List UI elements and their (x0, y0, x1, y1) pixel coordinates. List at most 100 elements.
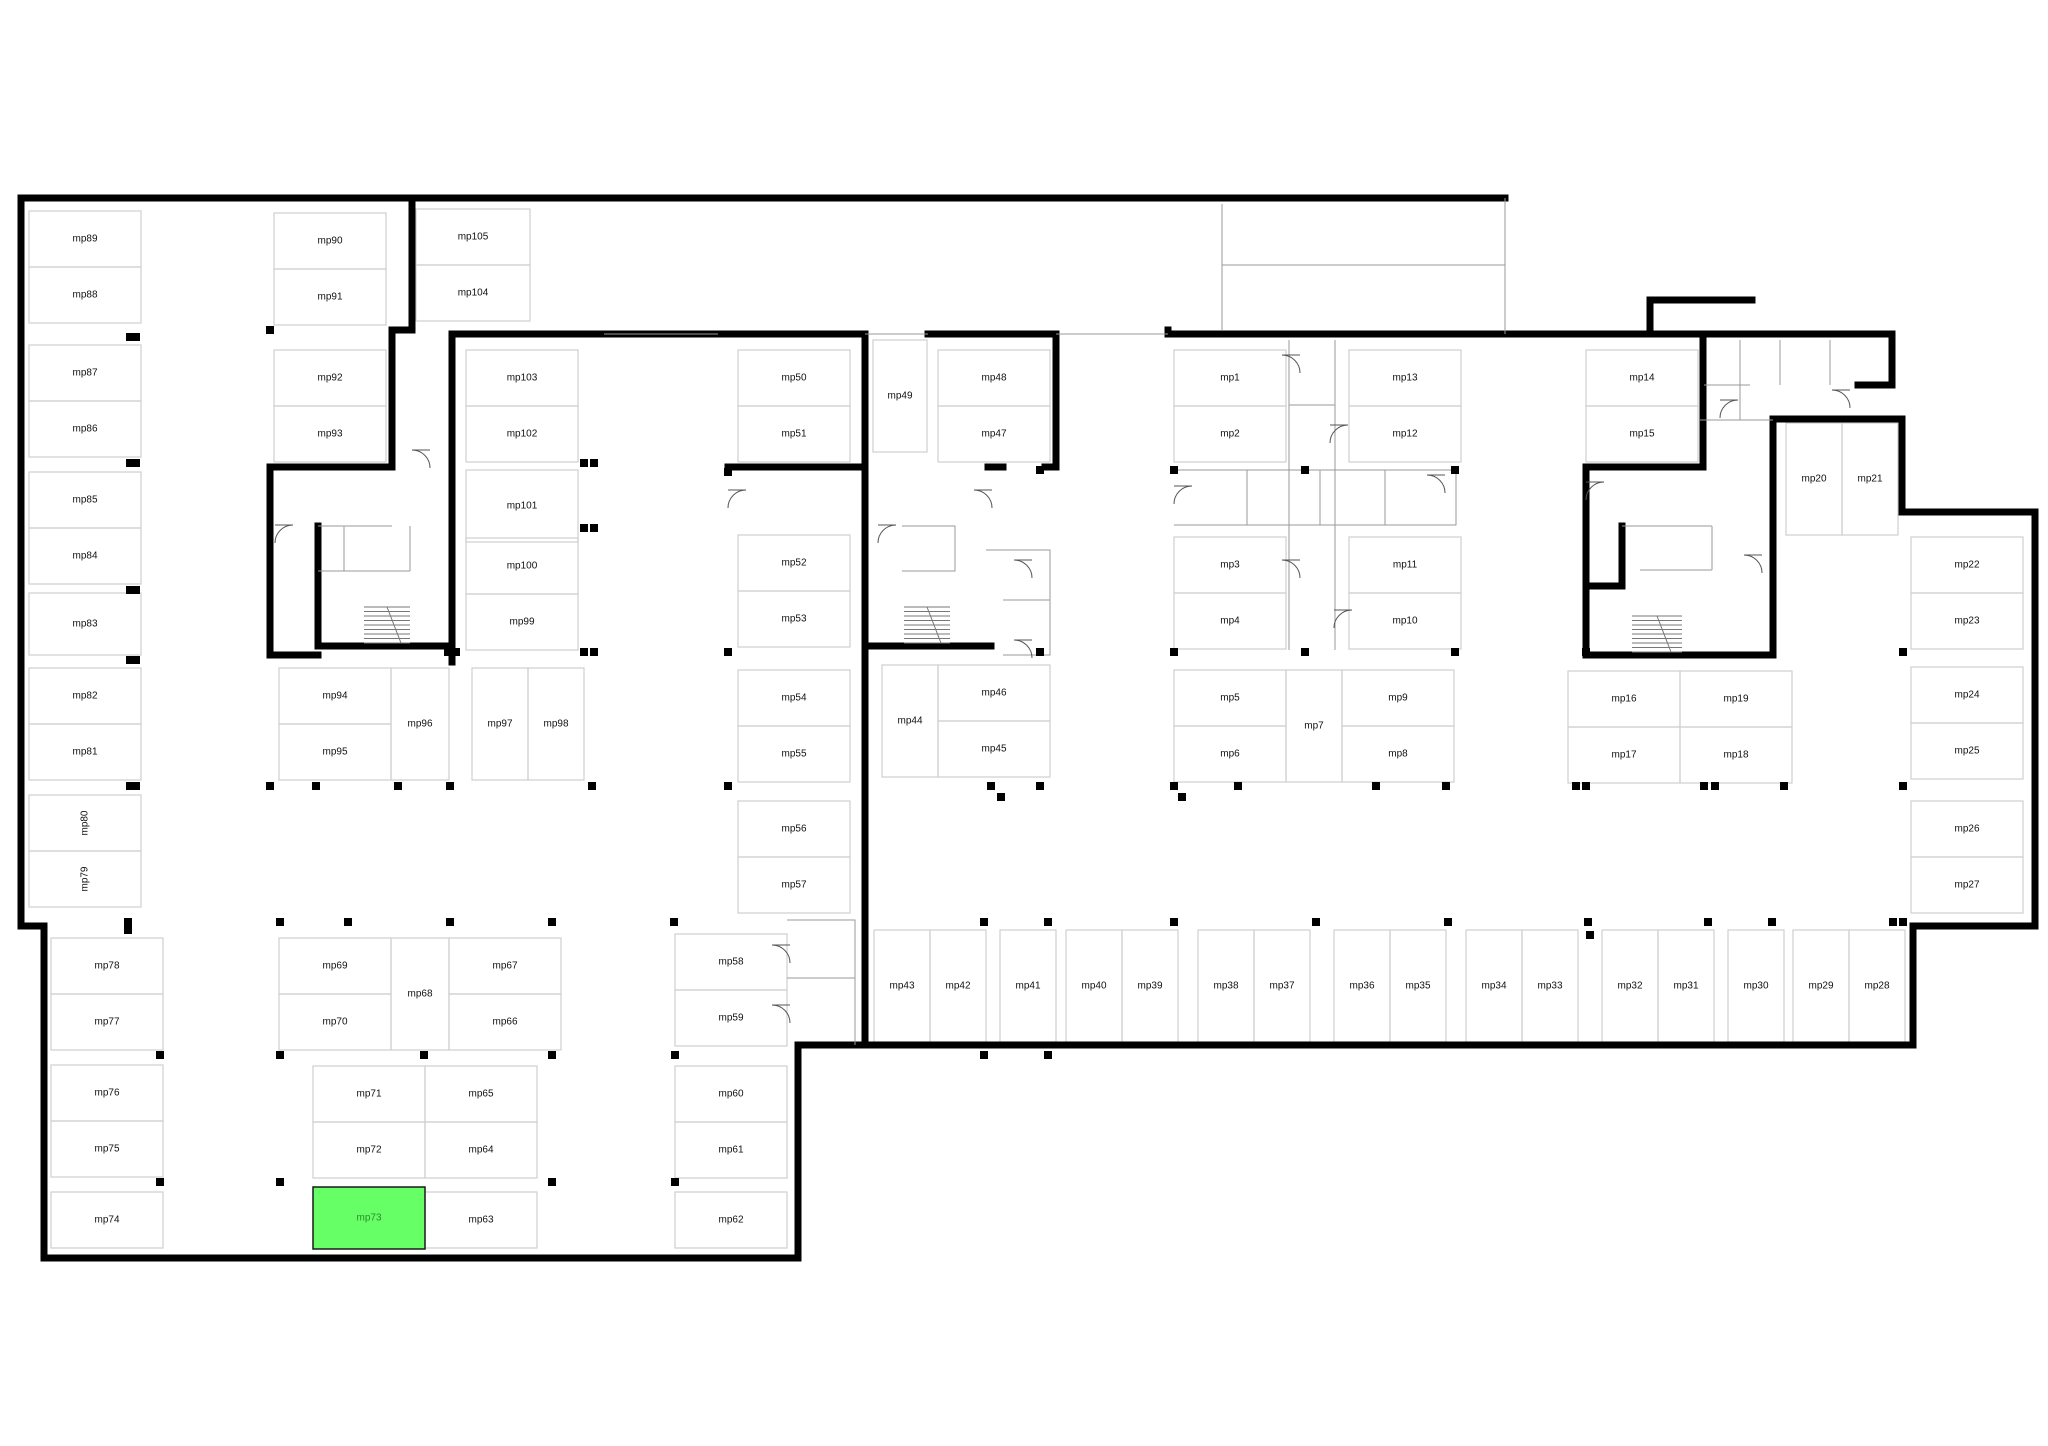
stair-icon (904, 606, 950, 644)
pillar (394, 782, 402, 790)
parking-spot-mp53[interactable] (737, 590, 851, 648)
parking-spot-mp78[interactable] (50, 937, 164, 995)
parking-spot-mp85[interactable] (28, 471, 142, 529)
pillar (1234, 782, 1242, 790)
spot-label-mp12: mp12 (1392, 429, 1417, 440)
parking-spot-mp101[interactable] (465, 469, 579, 543)
pillar (1572, 782, 1580, 790)
spot-label-mp74: mp74 (94, 1215, 119, 1226)
parking-spot-mp23[interactable] (1910, 592, 2024, 650)
spot-label-mp83: mp83 (72, 619, 97, 630)
spot-label-mp99: mp99 (509, 617, 534, 628)
parking-spot-mp82[interactable] (28, 667, 142, 725)
parking-spot-mp83[interactable] (28, 592, 142, 656)
parking-spot-mp93[interactable] (273, 405, 387, 463)
pillar (344, 918, 352, 926)
pillar (980, 1051, 988, 1059)
spot-label-mp16: mp16 (1611, 694, 1636, 705)
spot-label-mp8: mp8 (1388, 749, 1408, 760)
parking-spot-mp72[interactable] (312, 1121, 426, 1179)
spot-label-mp92: mp92 (317, 373, 342, 384)
spot-label-mp63: mp63 (468, 1215, 493, 1226)
door-swing-icon (411, 449, 431, 469)
pillar (1582, 782, 1590, 790)
spot-label-mp33: mp33 (1537, 981, 1562, 992)
door-swing-icon (1719, 399, 1739, 419)
thin-partition (1174, 469, 1457, 526)
parking-spot-mp105[interactable] (415, 208, 531, 266)
parking-spot-mp91[interactable] (273, 268, 387, 326)
parking-spot-mp98[interactable] (527, 667, 585, 781)
pillar (1899, 918, 1907, 926)
spot-label-mp19: mp19 (1723, 694, 1748, 705)
parking-spot-mp89[interactable] (28, 210, 142, 268)
parking-spot-mp51[interactable] (737, 405, 851, 463)
parking-spot-mp96[interactable] (390, 667, 450, 781)
pillar (126, 459, 134, 467)
pillar (132, 586, 140, 594)
parking-spot-mp48[interactable] (937, 349, 1051, 407)
spot-label-mp88: mp88 (72, 290, 97, 301)
wall-segment (314, 522, 450, 650)
parking-spot-mp76[interactable] (50, 1064, 164, 1122)
door-swing-icon (877, 524, 897, 544)
parking-spot-mp57[interactable] (737, 856, 851, 914)
pillar (156, 1051, 164, 1059)
parking-spot-mp27[interactable] (1910, 856, 2024, 914)
parking-spot-mp25[interactable] (1910, 722, 2024, 780)
pillar (588, 782, 596, 790)
parking-spot-mp19[interactable] (1679, 670, 1793, 728)
pillar (1170, 648, 1178, 656)
spot-label-mp100: mp100 (507, 561, 538, 572)
door-swing-icon (973, 489, 993, 509)
spot-label-mp2: mp2 (1220, 429, 1240, 440)
pillar (132, 656, 140, 664)
pillar (276, 918, 284, 926)
spot-label-mp24: mp24 (1954, 690, 1979, 701)
spot-label-mp60: mp60 (718, 1089, 743, 1100)
parking-spot-mp55[interactable] (737, 725, 851, 783)
pillar (1899, 648, 1907, 656)
parking-spot-mp11[interactable] (1348, 536, 1462, 594)
parking-spot-mp70[interactable] (278, 993, 392, 1051)
spot-label-mp89: mp89 (72, 234, 97, 245)
parking-spot-mp49[interactable] (872, 339, 928, 453)
parking-spot-mp61[interactable] (674, 1121, 788, 1179)
parking-spot-mp9[interactable] (1341, 669, 1455, 727)
pillar (452, 648, 460, 656)
parking-spot-mp73[interactable] (312, 1186, 426, 1250)
parking-spot-mp15[interactable] (1585, 405, 1699, 463)
pillar (980, 918, 988, 926)
parking-spot-mp80[interactable] (28, 794, 142, 852)
spot-label-mp64: mp64 (468, 1145, 493, 1156)
wall-segment (1582, 330, 1707, 471)
spot-label-mp5: mp5 (1220, 693, 1240, 704)
spot-label-mp80: mp80 (80, 810, 91, 835)
spot-label-mp37: mp37 (1269, 981, 1294, 992)
spot-label-mp81: mp81 (72, 747, 97, 758)
parking-spot-mp59[interactable] (674, 989, 788, 1047)
door-swing-icon (1281, 559, 1301, 579)
pillar (987, 782, 995, 790)
spot-label-mp4: mp4 (1220, 616, 1240, 627)
parking-spot-mp2[interactable] (1173, 405, 1287, 463)
spot-label-mp41: mp41 (1015, 981, 1040, 992)
parking-spot-mp103[interactable] (465, 349, 579, 407)
parking-spot-mp74[interactable] (50, 1191, 164, 1249)
pillar (126, 656, 134, 664)
parking-spot-mp13[interactable] (1348, 349, 1462, 407)
pillar (126, 333, 134, 341)
parking-spot-mp87[interactable] (28, 344, 142, 402)
spot-label-mp79: mp79 (80, 866, 91, 891)
pillar (1451, 466, 1459, 474)
spot-label-mp42: mp42 (945, 981, 970, 992)
parking-spot-mp4[interactable] (1173, 592, 1287, 650)
spot-label-mp90: mp90 (317, 236, 342, 247)
pillar (1178, 793, 1186, 801)
parking-spot-mp46[interactable] (937, 664, 1051, 722)
parking-spot-mp62[interactable] (674, 1191, 788, 1249)
pillar (266, 782, 274, 790)
parking-spot-mp21[interactable] (1841, 422, 1899, 536)
parking-spot-mp100[interactable] (465, 537, 579, 595)
spot-label-mp95: mp95 (322, 747, 347, 758)
